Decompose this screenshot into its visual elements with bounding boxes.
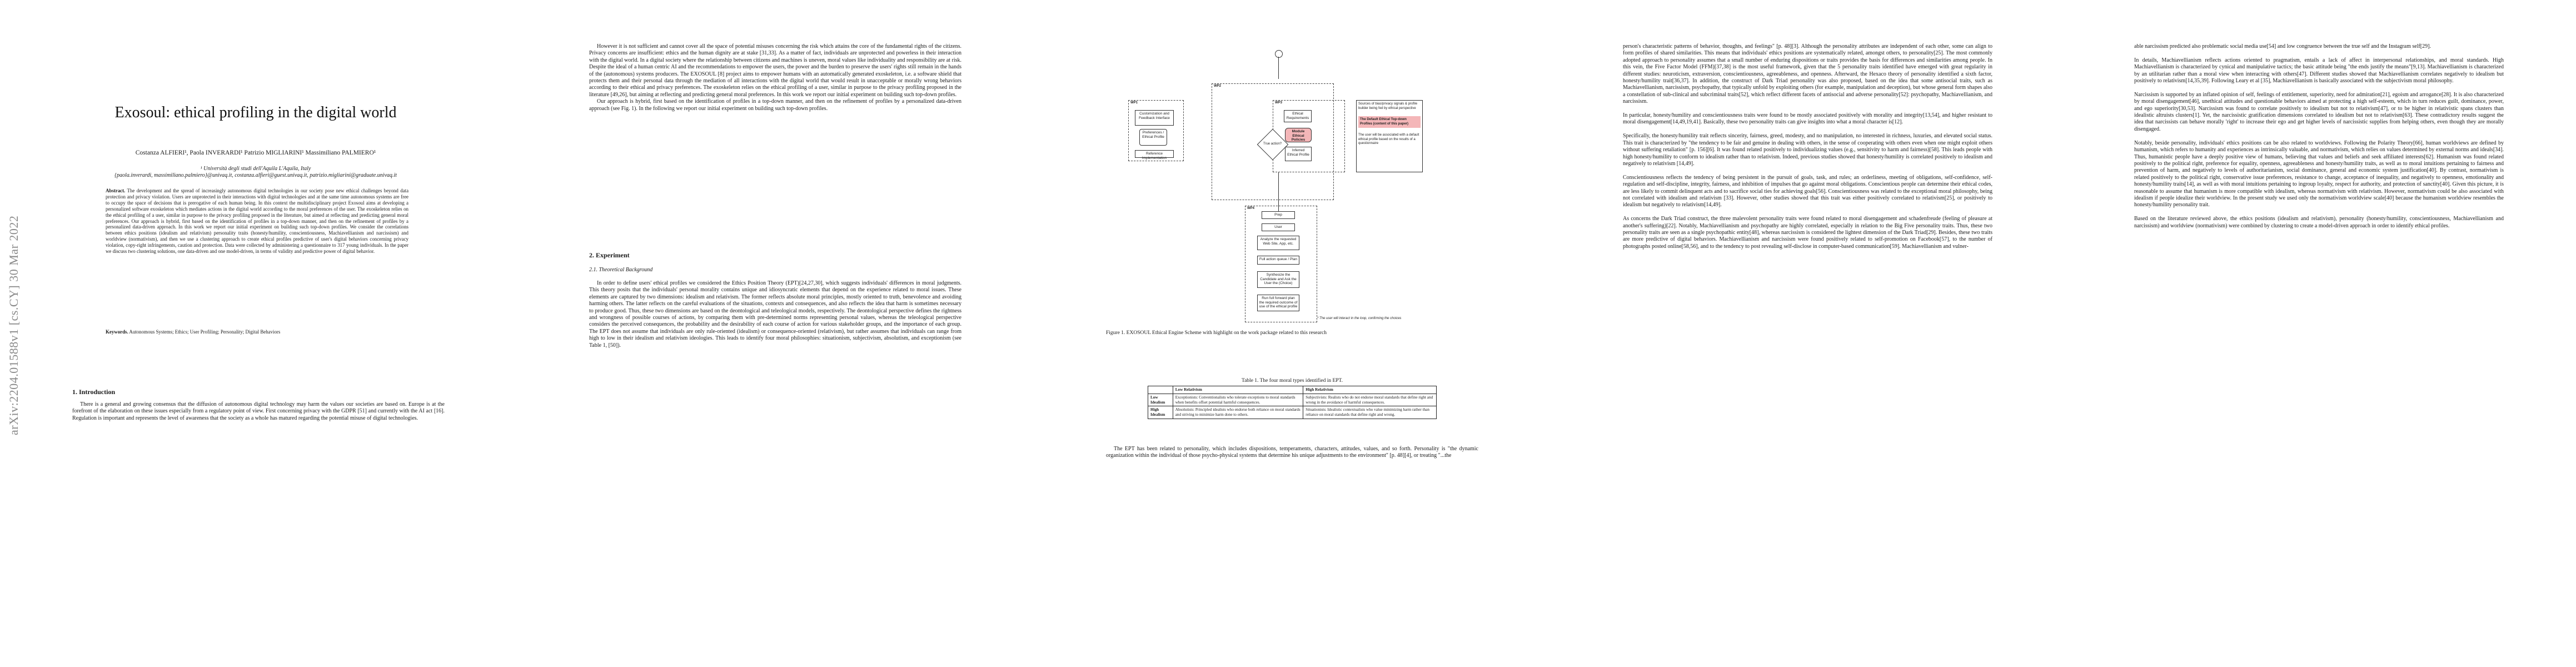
notes-panel: Sources of bias/privacy signals & profil… [1356,100,1423,172]
analysis-box: Analyze the requested Web Site, App, etc… [1257,236,1299,250]
abstract: Abstract. The development and the spread… [106,188,408,255]
page2-text-1: However it is not sufficient and cannot … [589,43,961,98]
table-header-cell [1148,386,1173,394]
user-box: User [1262,223,1295,231]
prep-box: Prep [1262,211,1295,219]
wp4-region [1245,206,1317,322]
note-3: The user will be associated with a defau… [1358,133,1419,145]
wp3-label: WP3 [1275,101,1283,104]
keywords-text: Autonomous Systems; Ethics; User Profili… [129,329,281,335]
abstract-heading: Abstract. [106,188,126,193]
page-3: WP1 WP2 WP3 WP4 Customization and Feedba… [1034,0,1551,667]
author-emails: {paola.inverardi, massimiliano.palmiero}… [114,172,397,178]
table-row: Low Idealism Exceptionists: Conventional… [1148,393,1437,407]
page2-text-2: Our approach is hybrid, first based on t… [589,98,961,112]
customization-interface-box: Customization and Feedback Interface [1135,110,1174,126]
note-1: Sources of bias/privacy signals & profil… [1358,102,1418,110]
subsection-heading-theoretical-background: 2.1. Theoretical Background [589,267,653,273]
page5-body: able narcissism predicted also problemat… [2134,43,2504,229]
action-queue-box: Full action queue / Plan [1257,256,1299,265]
start-node-icon [1275,50,1283,58]
abstract-text: The development and the spread of increa… [106,188,409,255]
final-plan-box: Run full forward plan the required outco… [1257,295,1299,311]
wp4-label: WP4 [1247,207,1255,210]
table-header-row: Low Relativism High Relativism [1148,386,1437,394]
reference-implementation-box: Reference Implementation [1135,150,1174,160]
module-ethical-policies-box: Module Ethical Policies [1285,128,1312,142]
page2-paragraph-1: However it is not sufficient and cannot … [589,43,961,112]
moral-types-table: Low Relativism High Relativism Low Ideal… [1148,386,1437,419]
page2-paragraph-3: In order to define users' ethical profil… [589,280,961,349]
table-cell: High Idealism [1148,406,1173,419]
section-heading-experiment: 2. Experiment [589,251,630,259]
keywords: Keywords. Autonomous Systems; Ethics; Us… [106,329,408,335]
wp2-region [1212,83,1334,200]
wp1-region [1128,100,1184,161]
table-cell: Absolutists: Principled idealists who en… [1172,406,1304,419]
decision-label: True action? [1263,142,1282,146]
table-cell: Exceptionists: Conventionalists who tole… [1172,393,1304,407]
page3-paragraph: The EPT has been related to personality,… [1106,446,1478,460]
connector [1278,172,1279,211]
affiliation: ¹ Università degli studi dell'Aquila L'A… [200,166,311,172]
page4-body: person's characteristic patterns of beha… [1623,43,1992,250]
author-list: Costanza ALFIERI¹, Paola INVERARDI¹ Patr… [135,150,376,156]
introduction-text: There is a general and growing consensus… [72,401,445,421]
arxiv-identifier[interactable]: arXiv:2204.01588v1 [cs.CY] 30 Mar 2022 [7,215,21,435]
wp1-label: WP1 [1130,101,1138,104]
section-heading-introduction: 1. Introduction [72,388,116,396]
figure-1-caption: Figure 1. EXOSOUL Ethical Engine Scheme … [1106,330,1327,336]
table-cell: Subjectivists: Realists who do not endor… [1303,393,1437,407]
page3-text: The EPT has been related to personality,… [1106,446,1478,459]
note-2-highlight: The Default Ethical Top-down Profiles (c… [1358,116,1421,128]
ethical-requirements-box: Ethical Requirements [1284,110,1312,122]
introduction-paragraph: There is a general and growing consensus… [72,401,445,422]
inferred-profile-box: Inferred Ethical Profile [1285,147,1312,161]
connector [1278,57,1279,79]
page-4: person's characteristic patterns of beha… [1551,0,2065,667]
page-1: arXiv:2204.01588v1 [cs.CY] 30 Mar 2022 E… [0,0,517,667]
figure-legend: * The user will interact in the loop, co… [1317,317,1402,320]
table-cell: Situationists: Idealistic contextualists… [1303,406,1437,419]
wp2-label: WP2 [1214,84,1222,88]
table-row: High Idealism Absolutists: Principled id… [1148,406,1437,419]
table-header-cell: High Relativism [1303,386,1437,394]
table-1-caption: Table 1. The four moral types identified… [1241,378,1343,384]
keywords-heading: Keywords. [106,329,128,335]
preferences-box: Preferences / Ethical Profile [1139,129,1167,146]
exosoul-engine-figure: WP1 WP2 WP3 WP4 Customization and Feedba… [1106,44,1478,367]
paper-title: Exosoul: ethical profiling in the digita… [114,104,397,121]
synthesize-box: Synthesize the Candidate and Ask the Use… [1257,271,1299,288]
table-header-cell: Low Relativism [1172,386,1304,394]
table-cell: Low Idealism [1148,393,1173,407]
page-2: However it is not sufficient and cannot … [517,0,1034,667]
page-5: able narcissism predicted also problemat… [2065,0,2576,667]
page2-text-3: In order to define users' ethical profil… [589,280,961,349]
